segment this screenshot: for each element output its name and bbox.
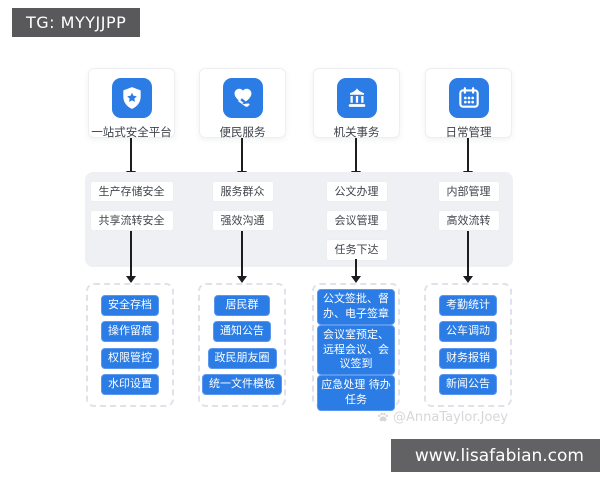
card-security-platform: 一站式安全平台 xyxy=(88,68,175,139)
feature-pill: 通知公告 xyxy=(213,321,271,343)
shield-star-icon xyxy=(111,78,152,118)
arrow-down-icon xyxy=(126,276,136,283)
card-title: 便民服务 xyxy=(219,125,266,139)
calendar-icon xyxy=(448,78,489,118)
feature-pill: 居民群 xyxy=(214,294,270,316)
feature-pill: 政民朋友圈 xyxy=(207,347,277,369)
card-daily-management: 日常管理 xyxy=(425,68,512,139)
feature-pill: 操作留痕 xyxy=(101,321,159,343)
feature-pill: 水印设置 xyxy=(101,374,159,396)
mid-item: 任务下达 xyxy=(325,239,388,261)
tg-badge: TG: MYYJJPP xyxy=(12,8,141,37)
feature-group-security: 安全存档 操作留痕 权限管控 水印设置 xyxy=(86,283,174,407)
feature-pill: 权限管控 xyxy=(101,347,159,369)
mid-item: 内部管理 xyxy=(437,181,500,203)
card-public-service: 便民服务 xyxy=(199,68,286,139)
connector-line xyxy=(467,138,469,172)
heart-hand-icon xyxy=(222,78,263,118)
arrow-down-icon xyxy=(351,276,361,283)
mid-item: 强效沟通 xyxy=(211,210,274,232)
mid-item: 高效流转 xyxy=(437,210,500,232)
mid-item: 会议管理 xyxy=(325,210,388,232)
connector-line xyxy=(355,138,357,172)
mid-group-gov-affairs: 公文办理 会议管理 任务下达 xyxy=(313,181,400,261)
feature-pill: 考勤统计 xyxy=(439,294,497,316)
feature-pill: 新闻公告 xyxy=(439,374,497,396)
site-url: www.lisafabian.com xyxy=(414,445,584,466)
feature-group-public-service: 居民群 通知公告 政民朋友圈 统一文件模板 xyxy=(198,283,286,407)
card-title: 机关事务 xyxy=(333,125,380,139)
government-building-icon xyxy=(336,78,377,118)
mid-group-public-service: 服务群众 强效沟通 xyxy=(199,181,286,232)
paw-icon xyxy=(378,412,389,422)
mid-group-daily-management: 内部管理 高效流转 xyxy=(425,181,512,232)
feature-pill: 公文签批、督办、电子签章 xyxy=(317,289,395,325)
mid-item: 服务群众 xyxy=(211,181,274,203)
connector-line xyxy=(355,259,357,276)
connector-line xyxy=(241,138,243,172)
feature-pill: 公车调动 xyxy=(439,321,497,343)
feature-pill: 统一文件模板 xyxy=(202,374,282,396)
feature-group-daily-management: 考勤统计 公车调动 财务报销 新闻公告 xyxy=(424,283,512,407)
mid-group-security: 生产存储安全 共享流转安全 xyxy=(88,181,175,232)
connector-line xyxy=(467,231,469,276)
author-watermark: @AnnaTaylor.Joey xyxy=(376,410,508,425)
feature-pill: 会议室预定、远程会议、会议签到 xyxy=(317,324,395,376)
mid-item: 共享流转安全 xyxy=(89,210,174,232)
feature-pill: 安全存档 xyxy=(101,294,159,316)
mid-item: 公文办理 xyxy=(325,181,388,203)
connector-line xyxy=(130,231,132,276)
mid-item: 生产存储安全 xyxy=(89,181,174,203)
card-gov-affairs: 机关事务 xyxy=(313,68,400,139)
feature-pill: 财务报销 xyxy=(439,347,497,369)
feature-pill: 应急处理 待办任务 xyxy=(317,375,395,411)
watermark-handle: @AnnaTaylor.Joey xyxy=(393,410,509,425)
site-url-bar: www.lisafabian.com xyxy=(390,439,600,472)
arrow-down-icon xyxy=(237,276,247,283)
connector-line xyxy=(241,231,243,276)
arrow-down-icon xyxy=(463,276,473,283)
connector-line xyxy=(130,138,132,172)
feature-group-gov-affairs: 公文签批、督办、电子签章 会议室预定、远程会议、会议签到 应急处理 待办任务 xyxy=(312,283,400,411)
card-title: 日常管理 xyxy=(445,125,492,139)
card-title: 一站式安全平台 xyxy=(91,125,172,139)
